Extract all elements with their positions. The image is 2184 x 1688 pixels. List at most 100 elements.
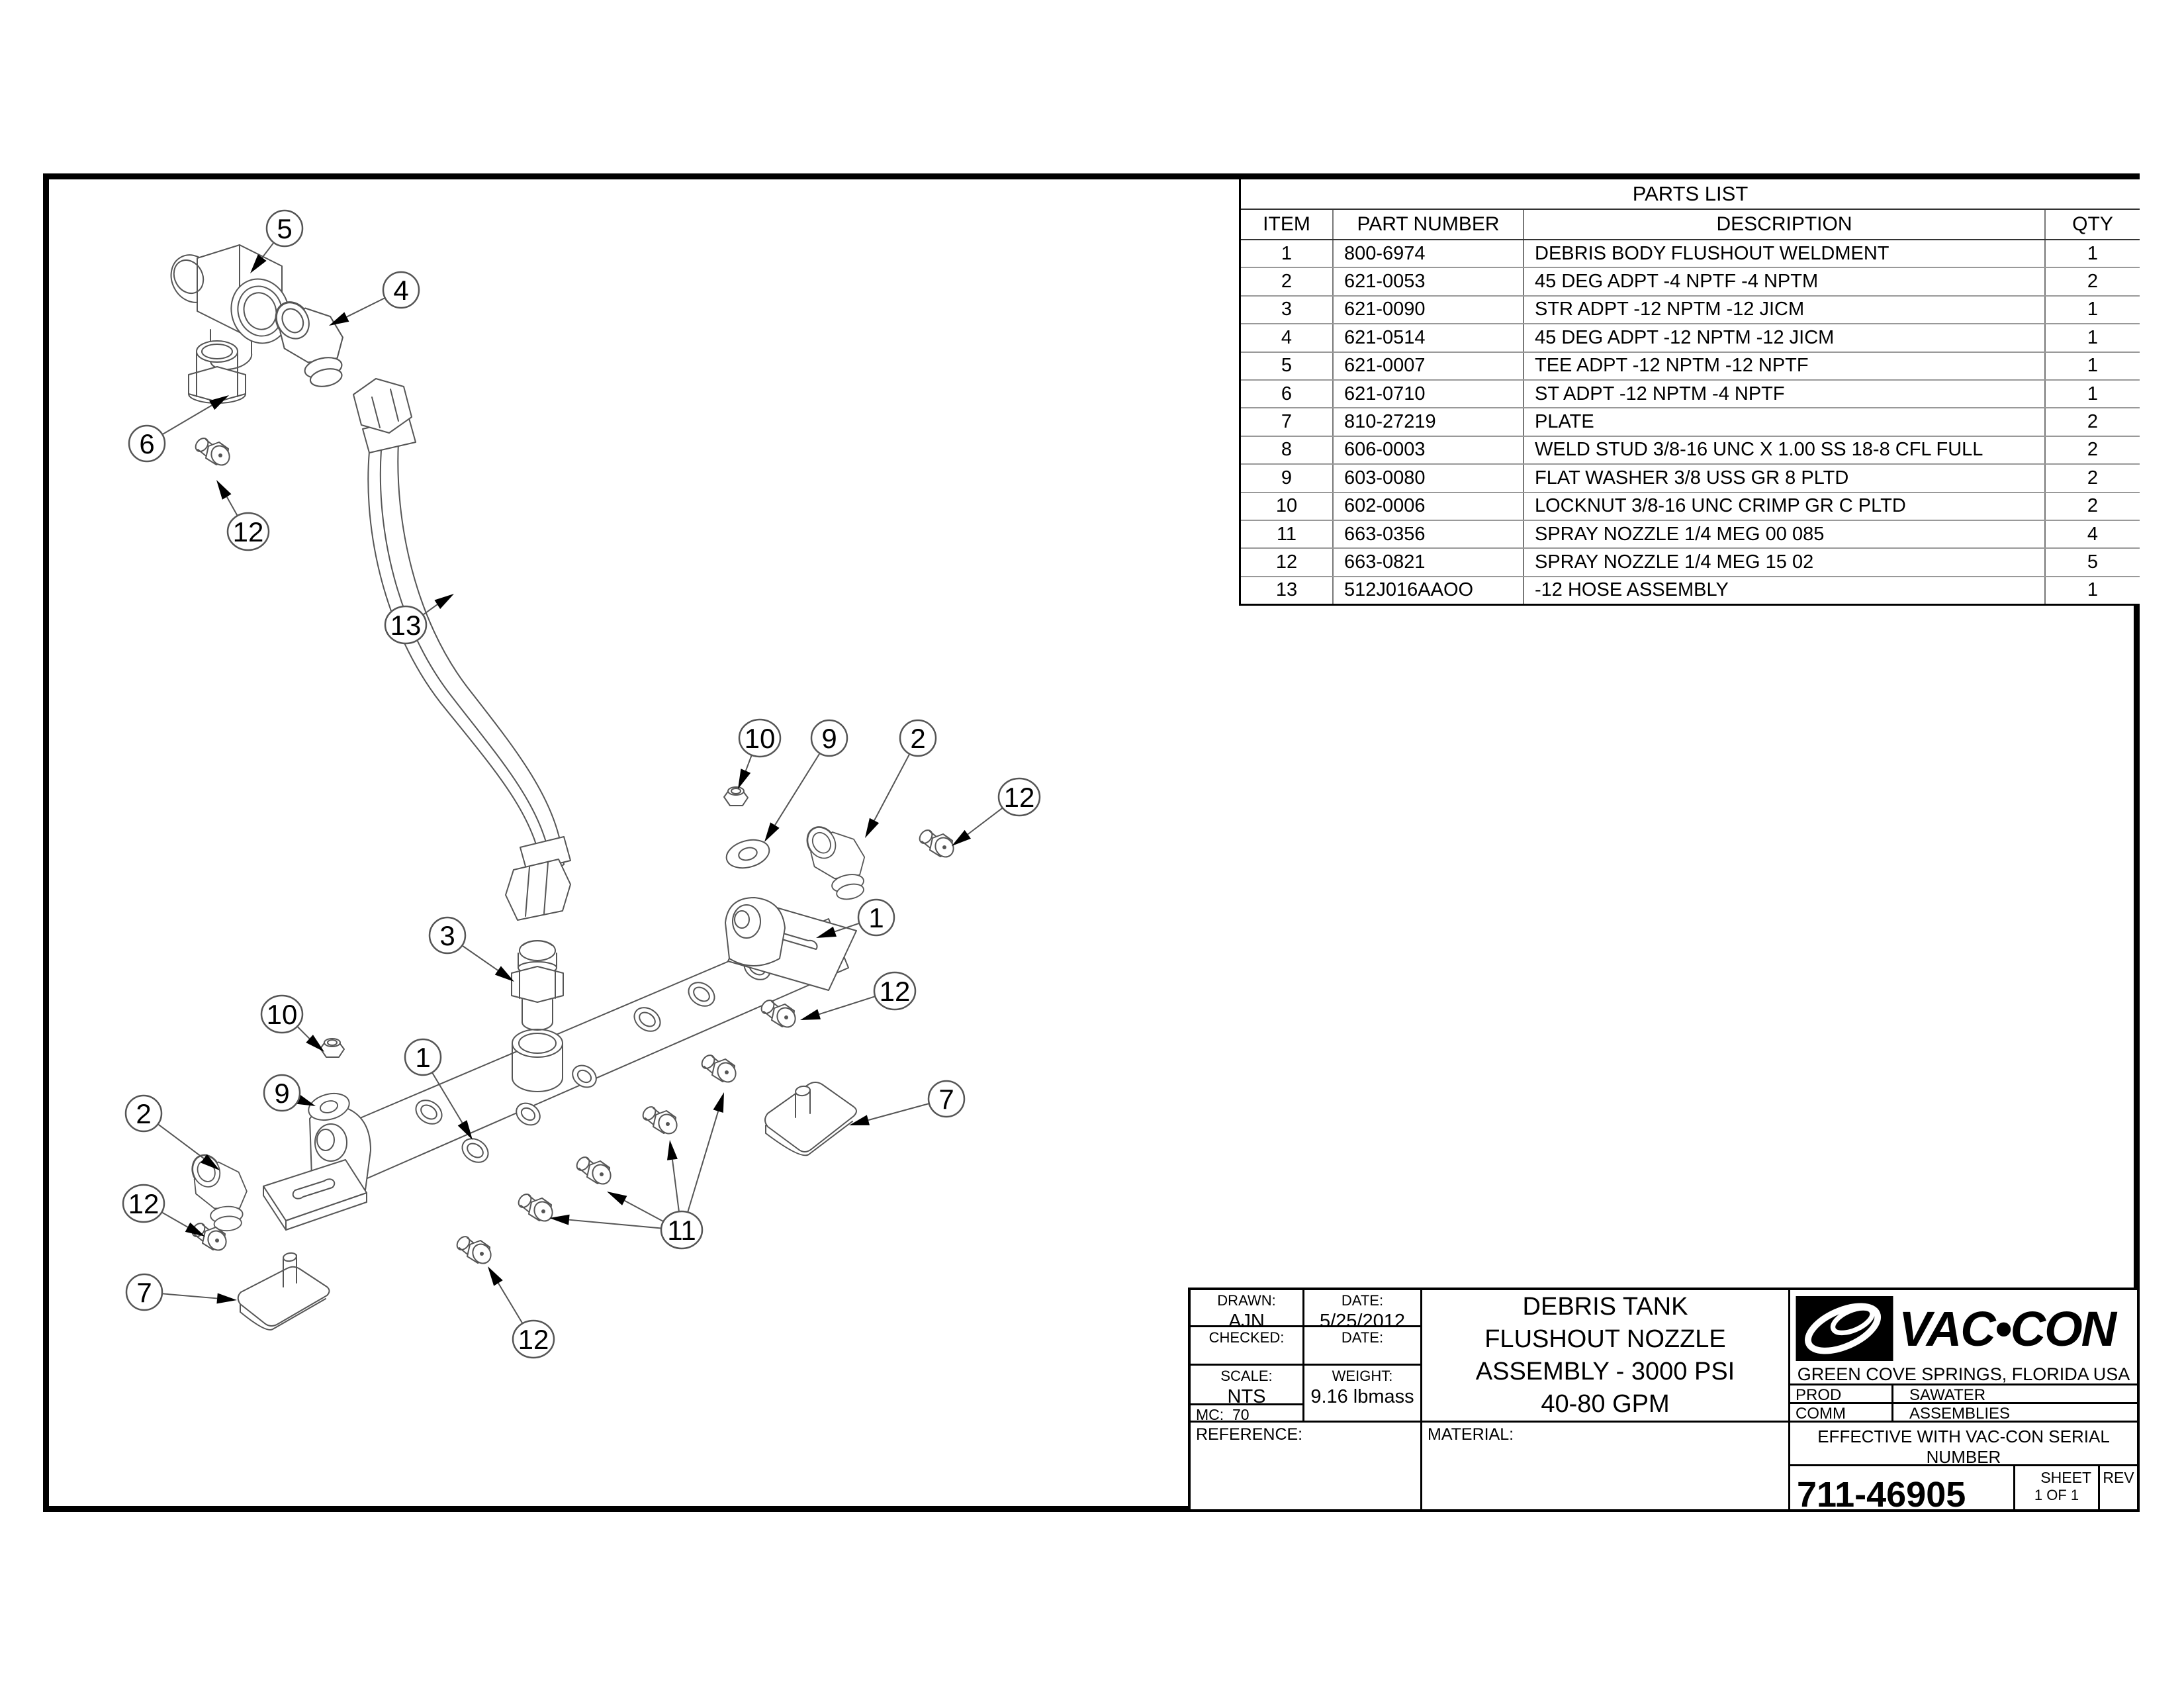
svg-text:12: 12 (1004, 782, 1035, 813)
description-cell: -12 HOSE ASSEMBLY (1524, 577, 2046, 604)
prod-code-label: PROD CODE: (1796, 1386, 1842, 1404)
part-number-cell: 810-27219 (1334, 408, 1524, 436)
description-cell: WELD STUD 3/8-16 UNC X 1.00 SS 18-8 CFL … (1524, 436, 2046, 464)
svg-text:12: 12 (233, 516, 264, 547)
part-number-cell: 606-0003 (1334, 436, 1524, 464)
scale-cell: SCALE: NTS (1191, 1366, 1304, 1405)
callout-9: 9 (263, 1074, 316, 1112)
weight-label: WEIGHT: (1332, 1368, 1393, 1384)
part-number-cell: 663-0356 (1334, 520, 1524, 548)
part-plate-b (237, 1252, 330, 1331)
comm-code-value-cell: ASSEMBLIES (1893, 1404, 2137, 1423)
part-number-cell: 800-6974 (1334, 240, 1524, 267)
description-cell: SPRAY NOZZLE 1/4 MEG 00 085 (1524, 520, 2046, 548)
drawing-title-line-2: FLUSHOUT NOZZLE (1484, 1325, 1726, 1353)
item-cell: 11 (1241, 520, 1334, 548)
checked-label: CHECKED: (1208, 1329, 1285, 1346)
part-number-cell: 602-0006 (1334, 492, 1524, 520)
item-cell: 7 (1241, 408, 1334, 436)
callout-13: 13 (384, 594, 454, 645)
reference-label: REFERENCE: (1196, 1425, 1303, 1444)
sheet-value: 1 OF 1 (2034, 1487, 2079, 1503)
drawn-value: AJN (1228, 1311, 1265, 1327)
svg-text:1: 1 (868, 902, 884, 933)
svg-text:10: 10 (745, 723, 776, 754)
part-number-cell: 512J016AAOO (1334, 577, 1524, 604)
qty-cell: 2 (2087, 271, 2099, 293)
part-number-cell: 621-0710 (1334, 380, 1524, 408)
item-cell: 4 (1241, 324, 1334, 352)
drawing-number: 711-46905 (1797, 1475, 1966, 1509)
callout-12: 12 (800, 971, 917, 1020)
callout-7: 7 (125, 1273, 237, 1311)
description-cell: PLATE (1524, 408, 2046, 436)
item-cell: 13 (1241, 577, 1334, 604)
description-cell: ST ADPT -12 NPTM -4 NPTF (1524, 380, 2046, 408)
date-value: 5/25/2012 (1319, 1311, 1405, 1327)
callout-6: 6 (128, 395, 229, 463)
qty-cell: 1 (2087, 299, 2099, 320)
date-label: DATE: (1341, 1292, 1384, 1309)
column-header-item: ITEM (1241, 210, 1334, 239)
qty-cell: 1 (2087, 355, 2099, 377)
part-locknut-a (723, 786, 749, 806)
part-spray-nozzle-00-085-b (573, 1154, 615, 1188)
item-cell: 6 (1241, 380, 1334, 408)
callout-7: 7 (849, 1080, 966, 1125)
drawing-number-cell: 711-46905 (1790, 1466, 2015, 1509)
svg-text:10: 10 (267, 999, 298, 1030)
item-cell: 10 (1241, 492, 1334, 520)
part-spray-nozzle-00-085-a (515, 1191, 557, 1225)
description-cell: LOCKNUT 3/8-16 UNC CRIMP GR C PLTD (1524, 492, 2046, 520)
column-header-part-number: PART NUMBER (1334, 210, 1524, 239)
mc-value: 70 (1232, 1406, 1250, 1423)
item-cell: 2 (1241, 268, 1334, 295)
svg-text:13: 13 (390, 610, 422, 641)
part-str-adapter (511, 940, 564, 1031)
weight-value: 9.16 lbmass (1310, 1386, 1414, 1407)
callout-2: 2 (124, 1094, 220, 1170)
callout-12: 12 (952, 777, 1041, 846)
weight-cell: WEIGHT: 9.16 lbmass (1304, 1366, 1422, 1423)
prod-code-label-cell: PROD CODE: (1790, 1385, 1893, 1404)
part-spray-nozzle-00-085-d (698, 1052, 740, 1086)
qty-cell: 2 (2087, 495, 2099, 517)
item-cell: 1 (1241, 240, 1334, 267)
callout-2: 2 (865, 719, 937, 838)
qty-cell: 5 (2087, 551, 2099, 573)
svg-text:4: 4 (393, 275, 408, 306)
prod-code-value: SAWATER (1909, 1386, 1986, 1404)
callout-1: 1 (816, 898, 895, 938)
description-cell: 45 DEG ADPT -4 NPTF -4 NPTM (1524, 268, 2046, 295)
description-cell: DEBRIS BODY FLUSHOUT WELDMENT (1524, 240, 2046, 267)
checked-date-cell: DATE: (1304, 1327, 1422, 1366)
company-location: GREEN COVE SPRINGS, FLORIDA USA (1797, 1364, 2130, 1384)
checked-date-label: DATE: (1341, 1329, 1384, 1346)
svg-text:2: 2 (136, 1098, 151, 1129)
sheet-cell: SHEET 1 OF 1 (2015, 1466, 2100, 1509)
weldment-left-bracket (263, 1104, 371, 1231)
callout-12: 12 (122, 1184, 205, 1237)
description-cell: FLAT WASHER 3/8 USS GR 8 PLTD (1524, 465, 2046, 492)
svg-text:2: 2 (910, 723, 925, 754)
comm-code-label-cell: COMM CODE: (1790, 1404, 1893, 1423)
part-45deg-adapter-12 (268, 295, 345, 390)
svg-text:6: 6 (139, 428, 154, 459)
part-st-adapter (188, 340, 246, 404)
drawn-cell: DRAWN: AJN (1191, 1290, 1304, 1327)
callout-5: 5 (250, 209, 304, 273)
item-cell: 5 (1241, 352, 1334, 379)
